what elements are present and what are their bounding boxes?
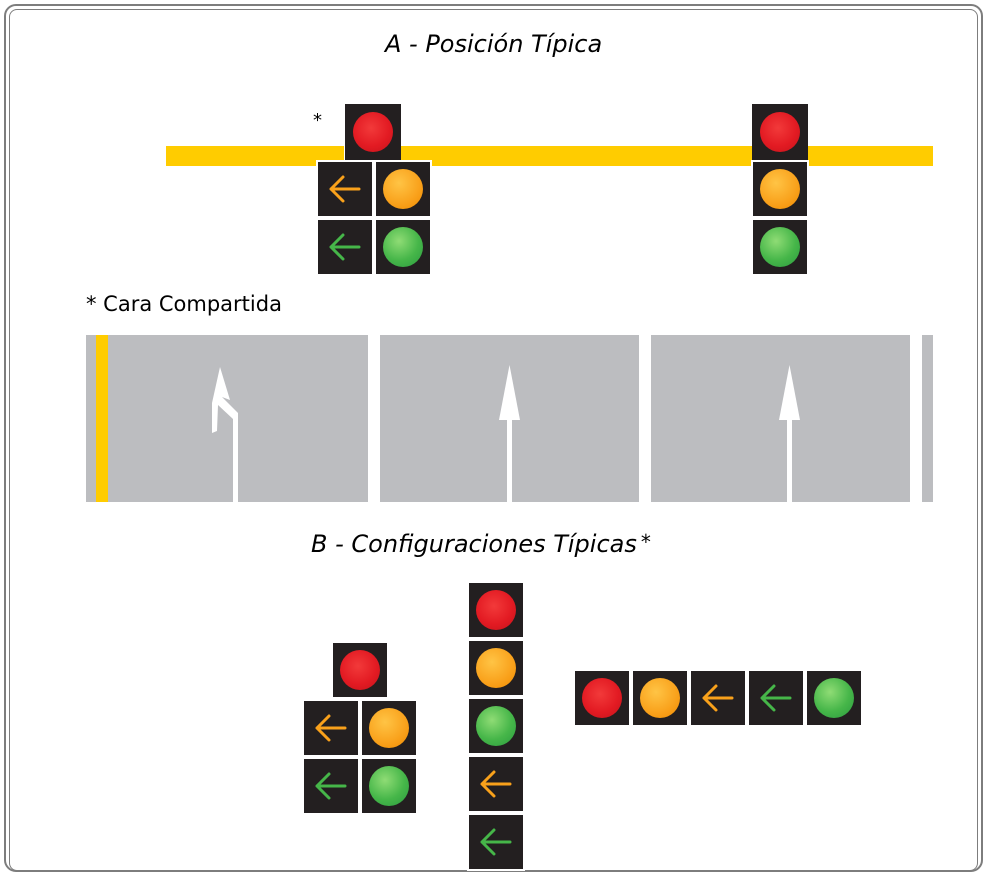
section-b-title-asterisk: * (640, 530, 651, 554)
green-lamp (814, 678, 854, 718)
config-b2-green-arrow-tile (467, 813, 525, 871)
section-b-title: B - Configuraciones Típicas* (311, 530, 651, 558)
config-b1-amber-arrow-tile (302, 699, 360, 757)
amber-lamp (383, 169, 423, 209)
red-lamp (476, 590, 516, 630)
yellow-line-segment-2 (401, 146, 752, 166)
config-b3-amber-tile (631, 669, 689, 727)
config-b3-amber-arrow-tile (689, 669, 747, 727)
config-b3-green-arrow-tile (747, 669, 805, 727)
straight-lane-arrow-icon (779, 365, 800, 502)
roadway-lanes (86, 335, 933, 502)
amber-lamp (476, 648, 516, 688)
config-b2-amber-tile (467, 639, 525, 697)
red-lamp (340, 650, 380, 690)
section-a-title: A - Posición Típica (385, 30, 603, 58)
green-lamp (369, 766, 409, 806)
left-arrow-green-icon (760, 684, 792, 712)
config-b2-amber-arrow-tile (467, 755, 525, 813)
lane-divider-2 (639, 335, 651, 502)
shared-face-asterisk: * (313, 110, 322, 131)
signal-a1-red-tile (345, 104, 401, 160)
outer-frame (4, 4, 983, 872)
config-b3-green-tile (805, 669, 863, 727)
green-lamp (476, 706, 516, 746)
amber-lamp (640, 678, 680, 718)
config-b1-green-arrow-tile (302, 757, 360, 815)
config-b2-red-tile (467, 581, 525, 639)
straight-lane-arrow-icon (499, 365, 520, 502)
signal-a1-green-arrow-tile (316, 218, 374, 276)
turn-left-lane-arrow-icon (212, 367, 238, 502)
signal-a1-amber-arrow-tile (316, 160, 374, 218)
left-arrow-green-icon (480, 828, 512, 856)
amber-lamp (760, 169, 800, 209)
signal-a1-amber-tile (374, 160, 432, 218)
left-arrow-amber-icon (315, 714, 347, 742)
left-arrow-amber-icon (702, 684, 734, 712)
section-b-title-text: B - Configuraciones Típicas (311, 530, 637, 558)
config-b1-red-tile (331, 641, 389, 699)
yellow-edge-line (96, 335, 108, 502)
red-lamp (353, 112, 393, 152)
signal-a1-green-tile (374, 218, 432, 276)
lane-divider-1 (368, 335, 380, 502)
config-b2-green-tile (467, 697, 525, 755)
red-lamp (760, 112, 800, 152)
amber-lamp (369, 708, 409, 748)
yellow-line-segment-3 (808, 146, 933, 166)
lane-divider-3 (910, 335, 922, 502)
shared-face-caption: * Cara Compartida (86, 292, 282, 316)
config-b1-green-tile (360, 757, 418, 815)
yellow-line-segment-1 (166, 146, 344, 166)
green-lamp (383, 227, 423, 267)
left-arrow-green-icon (329, 233, 361, 261)
signal-a2-green-tile (751, 218, 809, 276)
config-b1-amber-tile (360, 699, 418, 757)
left-arrow-green-icon (315, 772, 347, 800)
left-arrow-amber-icon (329, 175, 361, 203)
signal-a2-amber-tile (751, 160, 809, 218)
red-lamp (582, 678, 622, 718)
config-b3-red-tile (573, 669, 631, 727)
left-arrow-amber-icon (480, 770, 512, 798)
green-lamp (760, 227, 800, 267)
signal-a2-red-tile (752, 104, 808, 160)
